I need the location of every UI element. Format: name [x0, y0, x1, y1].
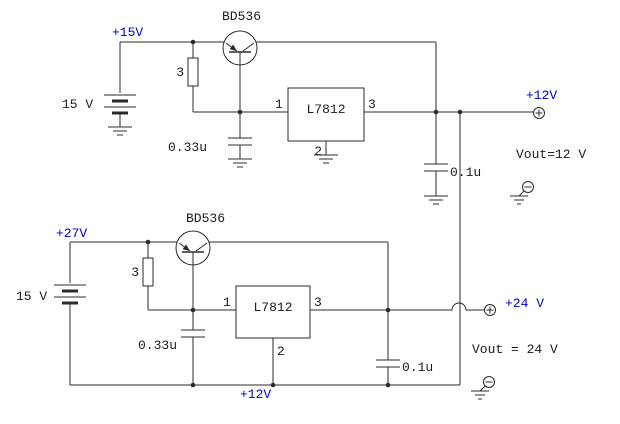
battery-label-bottom: 15 V	[16, 289, 47, 304]
resistor-label-bottom: 3	[131, 265, 139, 280]
ground-symbol-cap-in-top	[228, 158, 252, 168]
ground-symbol-terminal-top	[510, 190, 528, 205]
rail-voltage-label: +12V	[240, 387, 271, 402]
pin2-label-bottom: 2	[277, 344, 285, 359]
capacitor-01u-top-symbol	[424, 163, 448, 205]
battery-label-top: 15 V	[62, 97, 93, 112]
pin1-label-bottom: 1	[223, 295, 231, 310]
transistor-label-top: BD536	[222, 9, 261, 24]
vout-text-top: Vout=12 V	[516, 147, 586, 162]
ground-symbol-terminal-bottom	[471, 385, 489, 400]
input-voltage-label-bottom: +27V	[56, 226, 87, 241]
junction-dots-bottom	[145, 239, 391, 388]
plus-terminal-icon	[535, 109, 543, 117]
transistor-bd536-bottom-symbol	[175, 230, 211, 266]
capacitor-01u-label-bottom: 0.1u	[402, 360, 433, 375]
battery-symbol-bottom	[54, 242, 86, 385]
regulator-ground-top	[314, 141, 338, 164]
capacitor-033u-label-top: 0.33u	[168, 140, 207, 155]
resistor-symbol-bottom	[142, 242, 154, 310]
plus-terminal-icon	[486, 306, 494, 314]
ground-terminal-top	[510, 181, 534, 205]
output-terminal-24v	[484, 304, 496, 316]
resistor-symbol-top	[187, 42, 199, 112]
transistor-label-bottom: BD536	[186, 211, 225, 226]
pnp-emitter-arrow-icon	[182, 244, 190, 251]
pin3-label-bottom: 3	[314, 295, 322, 310]
transistor-bd536-top-symbol	[222, 30, 258, 66]
ground-terminal-bottom	[471, 376, 495, 400]
capacitor-01u-bottom-symbol	[376, 359, 400, 385]
pin1-label-top: 1	[275, 97, 283, 112]
circuit-24v: 15 V +27V BD536 3 0.33u L7812	[16, 211, 558, 402]
output-voltage-label-top: +12V	[526, 88, 557, 103]
battery-symbol-top	[104, 42, 136, 136]
capacitor-033u-top-symbol	[228, 137, 252, 168]
output-net-wire-bottom	[310, 302, 484, 311]
regulator-l7812-top: L7812	[287, 87, 365, 142]
capacitor-01u-label-top: 0.1u	[450, 165, 481, 180]
output-terminal-12v	[533, 107, 545, 119]
circuit-12v: 15 V +15V BD536 3 0.33u	[62, 9, 586, 205]
regulator-label-bottom: L7812	[253, 300, 292, 315]
regulator-l7812-bottom: L7812	[235, 285, 311, 339]
ground-symbol-battery-top	[108, 126, 132, 136]
ground-symbol-cap-out-top	[424, 195, 448, 205]
input-voltage-label-top: +15V	[112, 25, 143, 40]
pin2-label-top: 2	[314, 144, 322, 159]
capacitor-033u-bottom-symbol	[181, 329, 205, 385]
pin3-label-top: 3	[368, 97, 376, 112]
regulator-label-top: L7812	[306, 102, 345, 117]
vout-text-bottom: Vout = 24 V	[472, 342, 558, 357]
pnp-emitter-arrow-icon	[229, 44, 237, 51]
capacitor-033u-label-bottom: 0.33u	[138, 338, 177, 353]
resistor-label-top: 3	[176, 65, 184, 80]
output-voltage-label-bottom: +24 V	[505, 296, 544, 311]
